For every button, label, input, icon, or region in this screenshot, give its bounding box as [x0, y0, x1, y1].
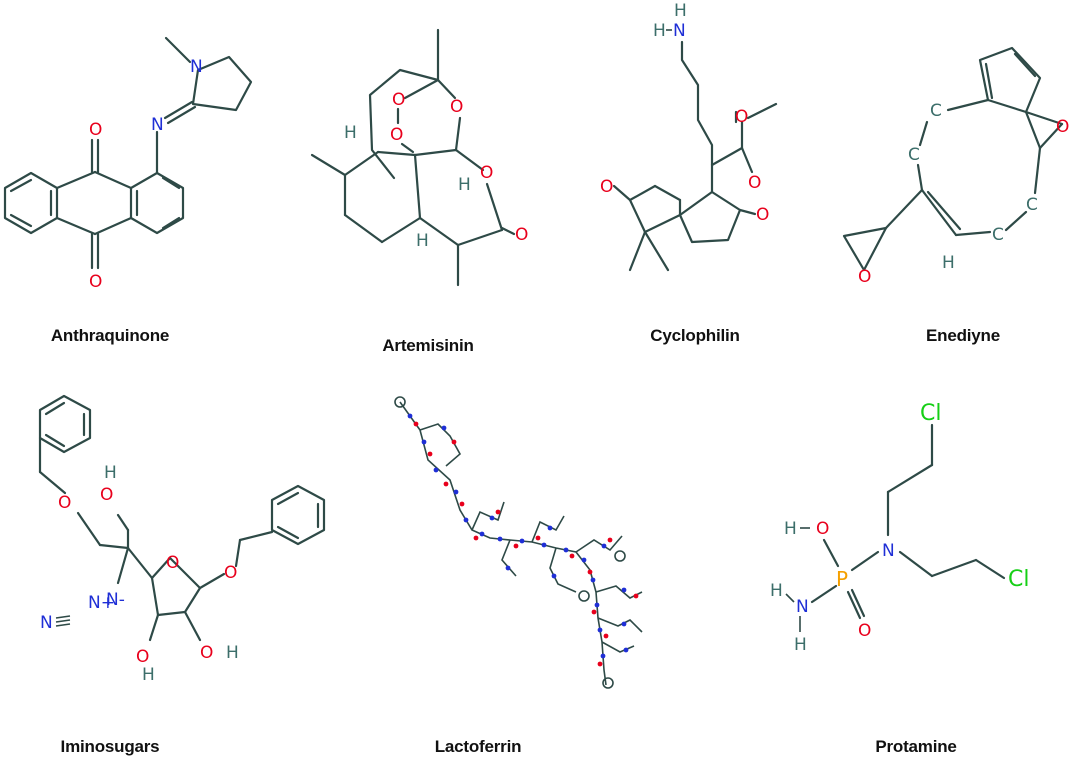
oxygen-label: O	[1056, 117, 1069, 137]
oxygen-label: O	[450, 97, 463, 117]
oxygen-label: O	[600, 177, 613, 197]
hydrogen-label: H	[142, 665, 155, 685]
caption-iminosugars: Iminosugars	[60, 737, 160, 756]
lactoferrin-structure	[394, 396, 643, 689]
molecule-iminosugars: O O H N+ N- N O O H O H O Iminosugars	[0, 380, 360, 760]
oxygen-label: O	[748, 173, 761, 193]
hydrogen-label: H	[674, 1, 687, 21]
molecule-protamine: Cl N Cl P O H O N H H Protamine	[740, 380, 1072, 760]
iminosugars-structure: O O H N+ N- N O O H O H O	[38, 394, 326, 685]
oxygen-label: O	[136, 647, 149, 667]
cyclophilin-structure: H N H O O O O	[600, 1, 778, 272]
phosphorus-label: P	[836, 567, 848, 591]
oxygen-label: O	[89, 272, 102, 292]
hydrogen-label: H	[770, 581, 783, 601]
molecule-cyclophilin: H N H O O O O Cyclophilin	[580, 0, 820, 360]
oxygen-label: O	[858, 621, 871, 641]
oxygen-label: O	[89, 120, 102, 140]
caption-protamine: Protamine	[875, 737, 957, 756]
hydrogen-label: H	[104, 463, 117, 483]
enediyne-structure: O C C H C C O	[842, 46, 1069, 287]
oxygen-label: O	[756, 205, 769, 225]
oxygen-label: O	[858, 267, 871, 287]
molecule-anthraquinone: O O N N Anthraquinone	[0, 0, 270, 360]
hydrogen-label: H	[226, 643, 239, 663]
hydrogen-label: H	[653, 21, 666, 41]
oxygen-label: O	[392, 90, 405, 110]
hydrogen-label: H	[416, 231, 429, 251]
nitrogen-label: N	[190, 57, 203, 77]
caption-cyclophilin: Cyclophilin	[650, 326, 740, 345]
molecule-lactoferrin: Lactoferrin	[380, 380, 670, 760]
protamine-structure: Cl N Cl P O H O N H H	[770, 401, 1029, 655]
chlorine-label: Cl	[1008, 567, 1029, 592]
hydrogen-label: H	[794, 635, 807, 655]
oxygen-label: O	[58, 493, 71, 513]
peptide-chain	[394, 396, 643, 689]
carbon-label: C	[930, 101, 942, 121]
nitrogen-label: N	[151, 115, 164, 135]
chlorine-label: Cl	[920, 401, 941, 426]
nitrogen-label: N	[796, 597, 809, 617]
carbon-label: C	[992, 225, 1004, 245]
oxygen-label: O	[200, 643, 213, 663]
anthraquinone-structure: O O N N	[3, 36, 253, 292]
oxygen-label: O	[515, 225, 528, 245]
nitrogen-label: N	[40, 613, 53, 633]
carbon-label: C	[908, 145, 920, 165]
hydrogen-label: H	[784, 519, 797, 539]
nitrogen-label: N	[882, 541, 895, 561]
oxygen-label: O	[390, 125, 403, 145]
caption-lactoferrin: Lactoferrin	[434, 737, 522, 756]
oxygen-label: O	[735, 107, 748, 127]
oxygen-label: O	[100, 485, 113, 505]
caption-enediyne: Enediyne	[926, 326, 1000, 345]
molecule-artemisinin: O O O O O H H H Artemisinin	[290, 0, 550, 360]
oxygen-label: O	[224, 563, 237, 583]
molecule-enediyne: O C C H C C O Enediyne	[830, 0, 1072, 360]
hydrogen-label: H	[344, 123, 357, 143]
hydrogen-label: H	[458, 175, 471, 195]
caption-artemisinin: Artemisinin	[382, 336, 474, 355]
oxygen-label: O	[480, 163, 493, 183]
oxygen-label: O	[166, 553, 179, 573]
carbon-label: C	[1026, 195, 1038, 215]
artemisinin-structure: O O O O O H H H	[310, 28, 528, 287]
caption-anthraquinone: Anthraquinone	[50, 326, 170, 345]
nitrogen-label: N+	[88, 593, 115, 613]
nitrogen-label: N	[673, 21, 686, 41]
hydrogen-label: H	[942, 253, 955, 273]
nitrogen-label: N-	[106, 590, 125, 610]
oxygen-label: O	[816, 519, 829, 539]
